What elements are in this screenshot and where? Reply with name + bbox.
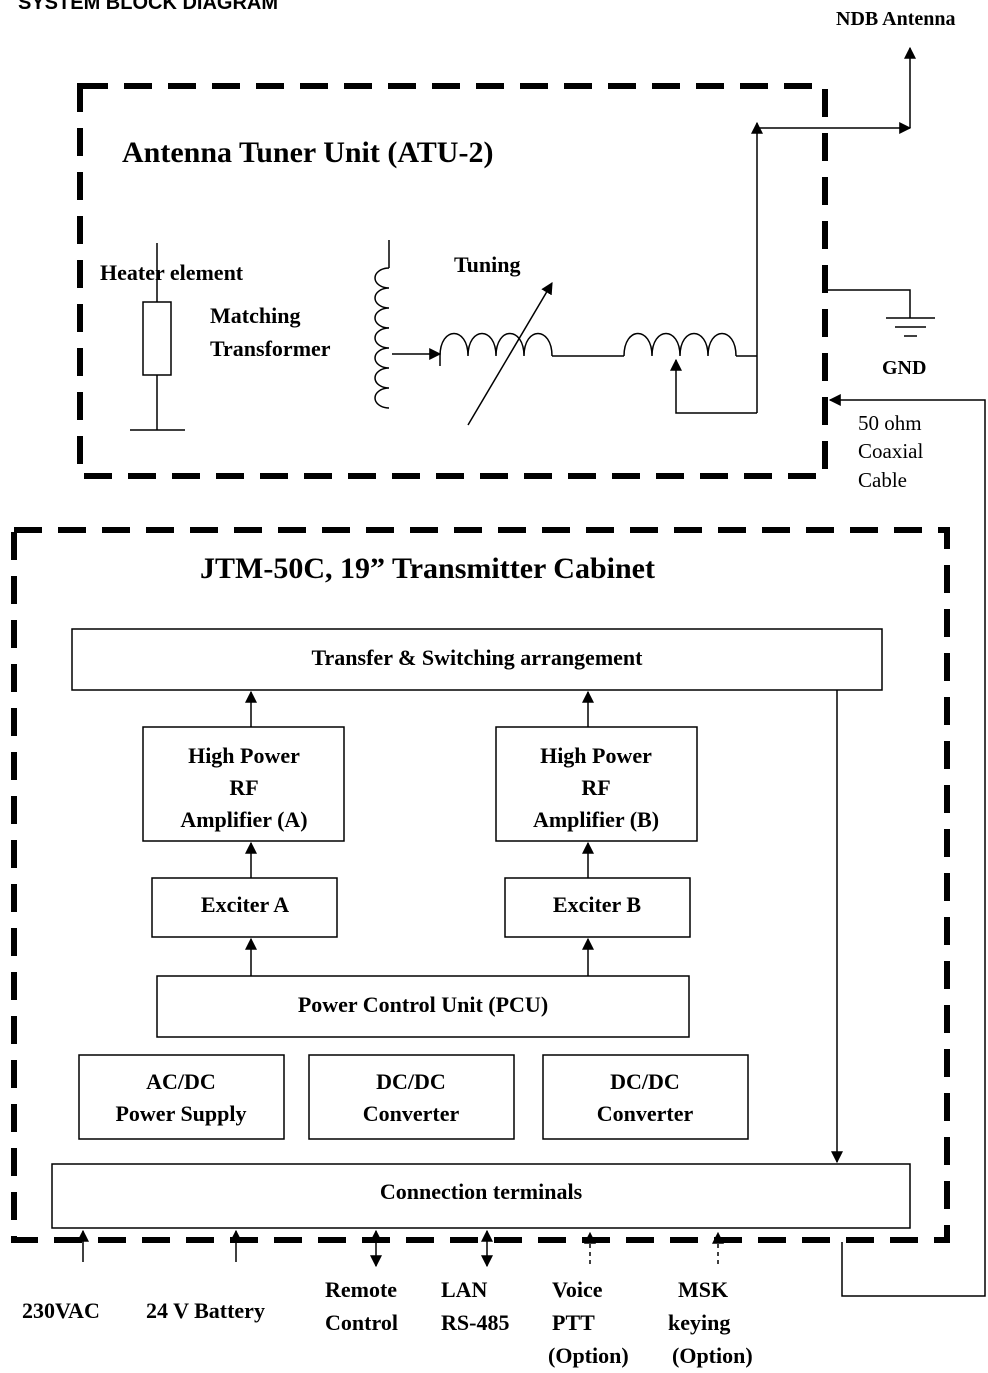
amp-b-line1: High Power [540,743,652,768]
ndb-antenna-label: NDB Antenna [836,8,955,30]
remote-control-label-line2: Control [325,1310,398,1335]
remote-control-label-line1: Remote [325,1277,397,1302]
hp-rf-amplifier-a-block: High Power RF Amplifier (A) [142,726,345,842]
voice-ptt-label-line2: PTT [552,1310,595,1335]
exciter-b-block: Exciter B [504,877,691,938]
dcdc-converter-2-block: DC/DC Converter [542,1054,749,1140]
dcdc-2-line2: Converter [597,1101,694,1126]
exciter-a-label: Exciter A [201,892,289,917]
cabinet-enclosure [11,527,950,1243]
heater-element-symbol [130,243,185,431]
transfer-switching-block: Transfer & Switching arrangement [71,628,883,691]
amp-b-line3: Amplifier (B) [533,807,659,832]
lan-label-line1: LAN [441,1277,488,1302]
dcdc-converter-1-block: DC/DC Converter [308,1054,515,1140]
connection-terminals-label: Connection terminals [380,1179,583,1204]
transformer-label-line2: Transformer [210,336,331,361]
lan-label-line2: RS-485 [441,1310,509,1335]
transformer-label-line1: Matching [210,303,300,328]
matching-transformer-symbol [374,240,442,409]
transfer-switching-label: Transfer & Switching arrangement [312,645,644,670]
hp-rf-amplifier-b-block: High Power RF Amplifier (B) [495,726,698,842]
gnd-symbol [825,289,935,337]
tuning-label: Tuning [454,252,520,277]
cabinet-title: JTM-50C, 19” Transmitter Cabinet [200,552,655,585]
tapped-inductor-symbol [623,332,758,414]
msk-keying-label-line3: (Option) [672,1343,753,1368]
tuning-inductor-symbol [439,281,624,426]
atu-title: Antenna Tuner Unit (ATU-2) [122,136,493,169]
diagram-title: SYSTEM BLOCK DIAGRAM [18,0,278,14]
external-connection-arrows [77,1229,724,1268]
amp-a-line1: High Power [188,743,300,768]
input-battery-label: 24 V Battery [146,1298,265,1323]
atu-enclosure [77,83,828,479]
exciter-a-block: Exciter A [151,877,338,938]
coax-label-line3: Cable [858,468,907,492]
input-230vac-label: 230VAC [22,1298,100,1323]
heater-element-label: Heater element [100,260,244,285]
coax-label-line2: Coaxial [858,439,923,463]
msk-keying-label-line2: keying [668,1310,730,1335]
coax-label-line1: 50 ohm [858,411,922,435]
dcdc-2-line1: DC/DC [610,1069,680,1094]
gnd-label: GND [882,357,926,379]
msk-keying-label-line1: MSK [678,1277,728,1302]
dcdc-1-line1: DC/DC [376,1069,446,1094]
exciter-b-label: Exciter B [553,892,642,917]
pcu-block: Power Control Unit (PCU) [156,975,690,1038]
amp-b-line2: RF [581,775,610,800]
connection-terminals-block: Connection terminals [51,1163,911,1229]
voice-ptt-label-line1: Voice [552,1277,603,1302]
amp-a-line2: RF [229,775,258,800]
dcdc-1-line2: Converter [363,1101,460,1126]
acdc-line2: Power Supply [115,1101,246,1126]
amp-a-line3: Amplifier (A) [180,807,307,832]
coax-cable-line [828,394,986,1297]
signal-arrows [245,690,843,1164]
antenna-feed-line [751,46,916,356]
acdc-power-supply-block: AC/DC Power Supply [78,1054,285,1140]
acdc-line1: AC/DC [146,1069,216,1094]
voice-ptt-label-line3: (Option) [548,1343,629,1368]
pcu-label: Power Control Unit (PCU) [298,992,548,1017]
